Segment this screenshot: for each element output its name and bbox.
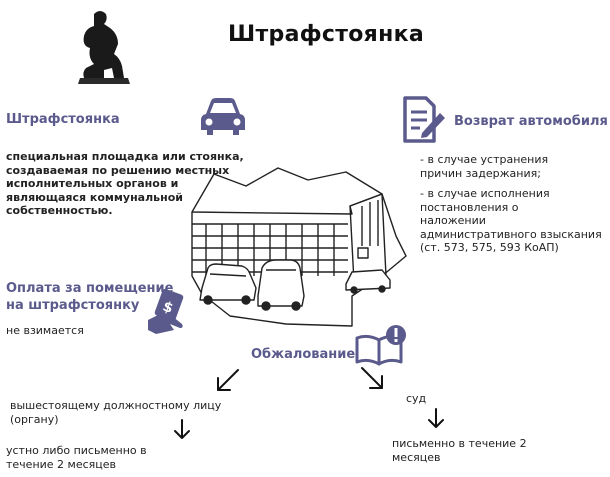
payment-heading: Оплата за помещение на штрафстоянку [6,280,173,314]
appeal-left-term: устно либо письменно в течение 2 месяцев [6,444,147,471]
arrow-down-right-icon [361,367,383,389]
parking-lot-illustration [191,167,407,327]
payment-text: не взимается [6,324,84,337]
definition-text: специальная площадка или стоянка, создав… [6,150,244,217]
return-item-1: - в случае устранения причин задержания; [420,153,549,180]
document-edit-icon [403,96,445,143]
car-icon [201,98,245,135]
payment-heading-line-2: на штрафстоянку [6,298,140,313]
arrow-down-left-icon [217,369,239,391]
hand-dollar-icon: $ [148,288,184,334]
payment-heading-line-1: Оплата за помещение [6,281,174,296]
arrow-down-icon [174,419,190,439]
arrow-down-icon [428,408,444,428]
open-book-alert-icon [355,325,406,366]
appeal-left-target: вышестоящему должностному лицу (органу) [10,399,222,426]
return-item-2: - в случае исполнения постановления о на… [420,187,602,254]
appeal-heading: Обжалование [251,347,356,362]
return-heading: Возврат автомобиля [454,114,608,129]
thinker-statue-icon [78,11,130,84]
definition-heading: Штрафстоянка [6,112,120,127]
appeal-right-target: суд [406,392,427,405]
page-title: Штрафстоянка [228,22,424,47]
appeal-right-term: письменно в течение 2 месяцев [392,437,527,464]
